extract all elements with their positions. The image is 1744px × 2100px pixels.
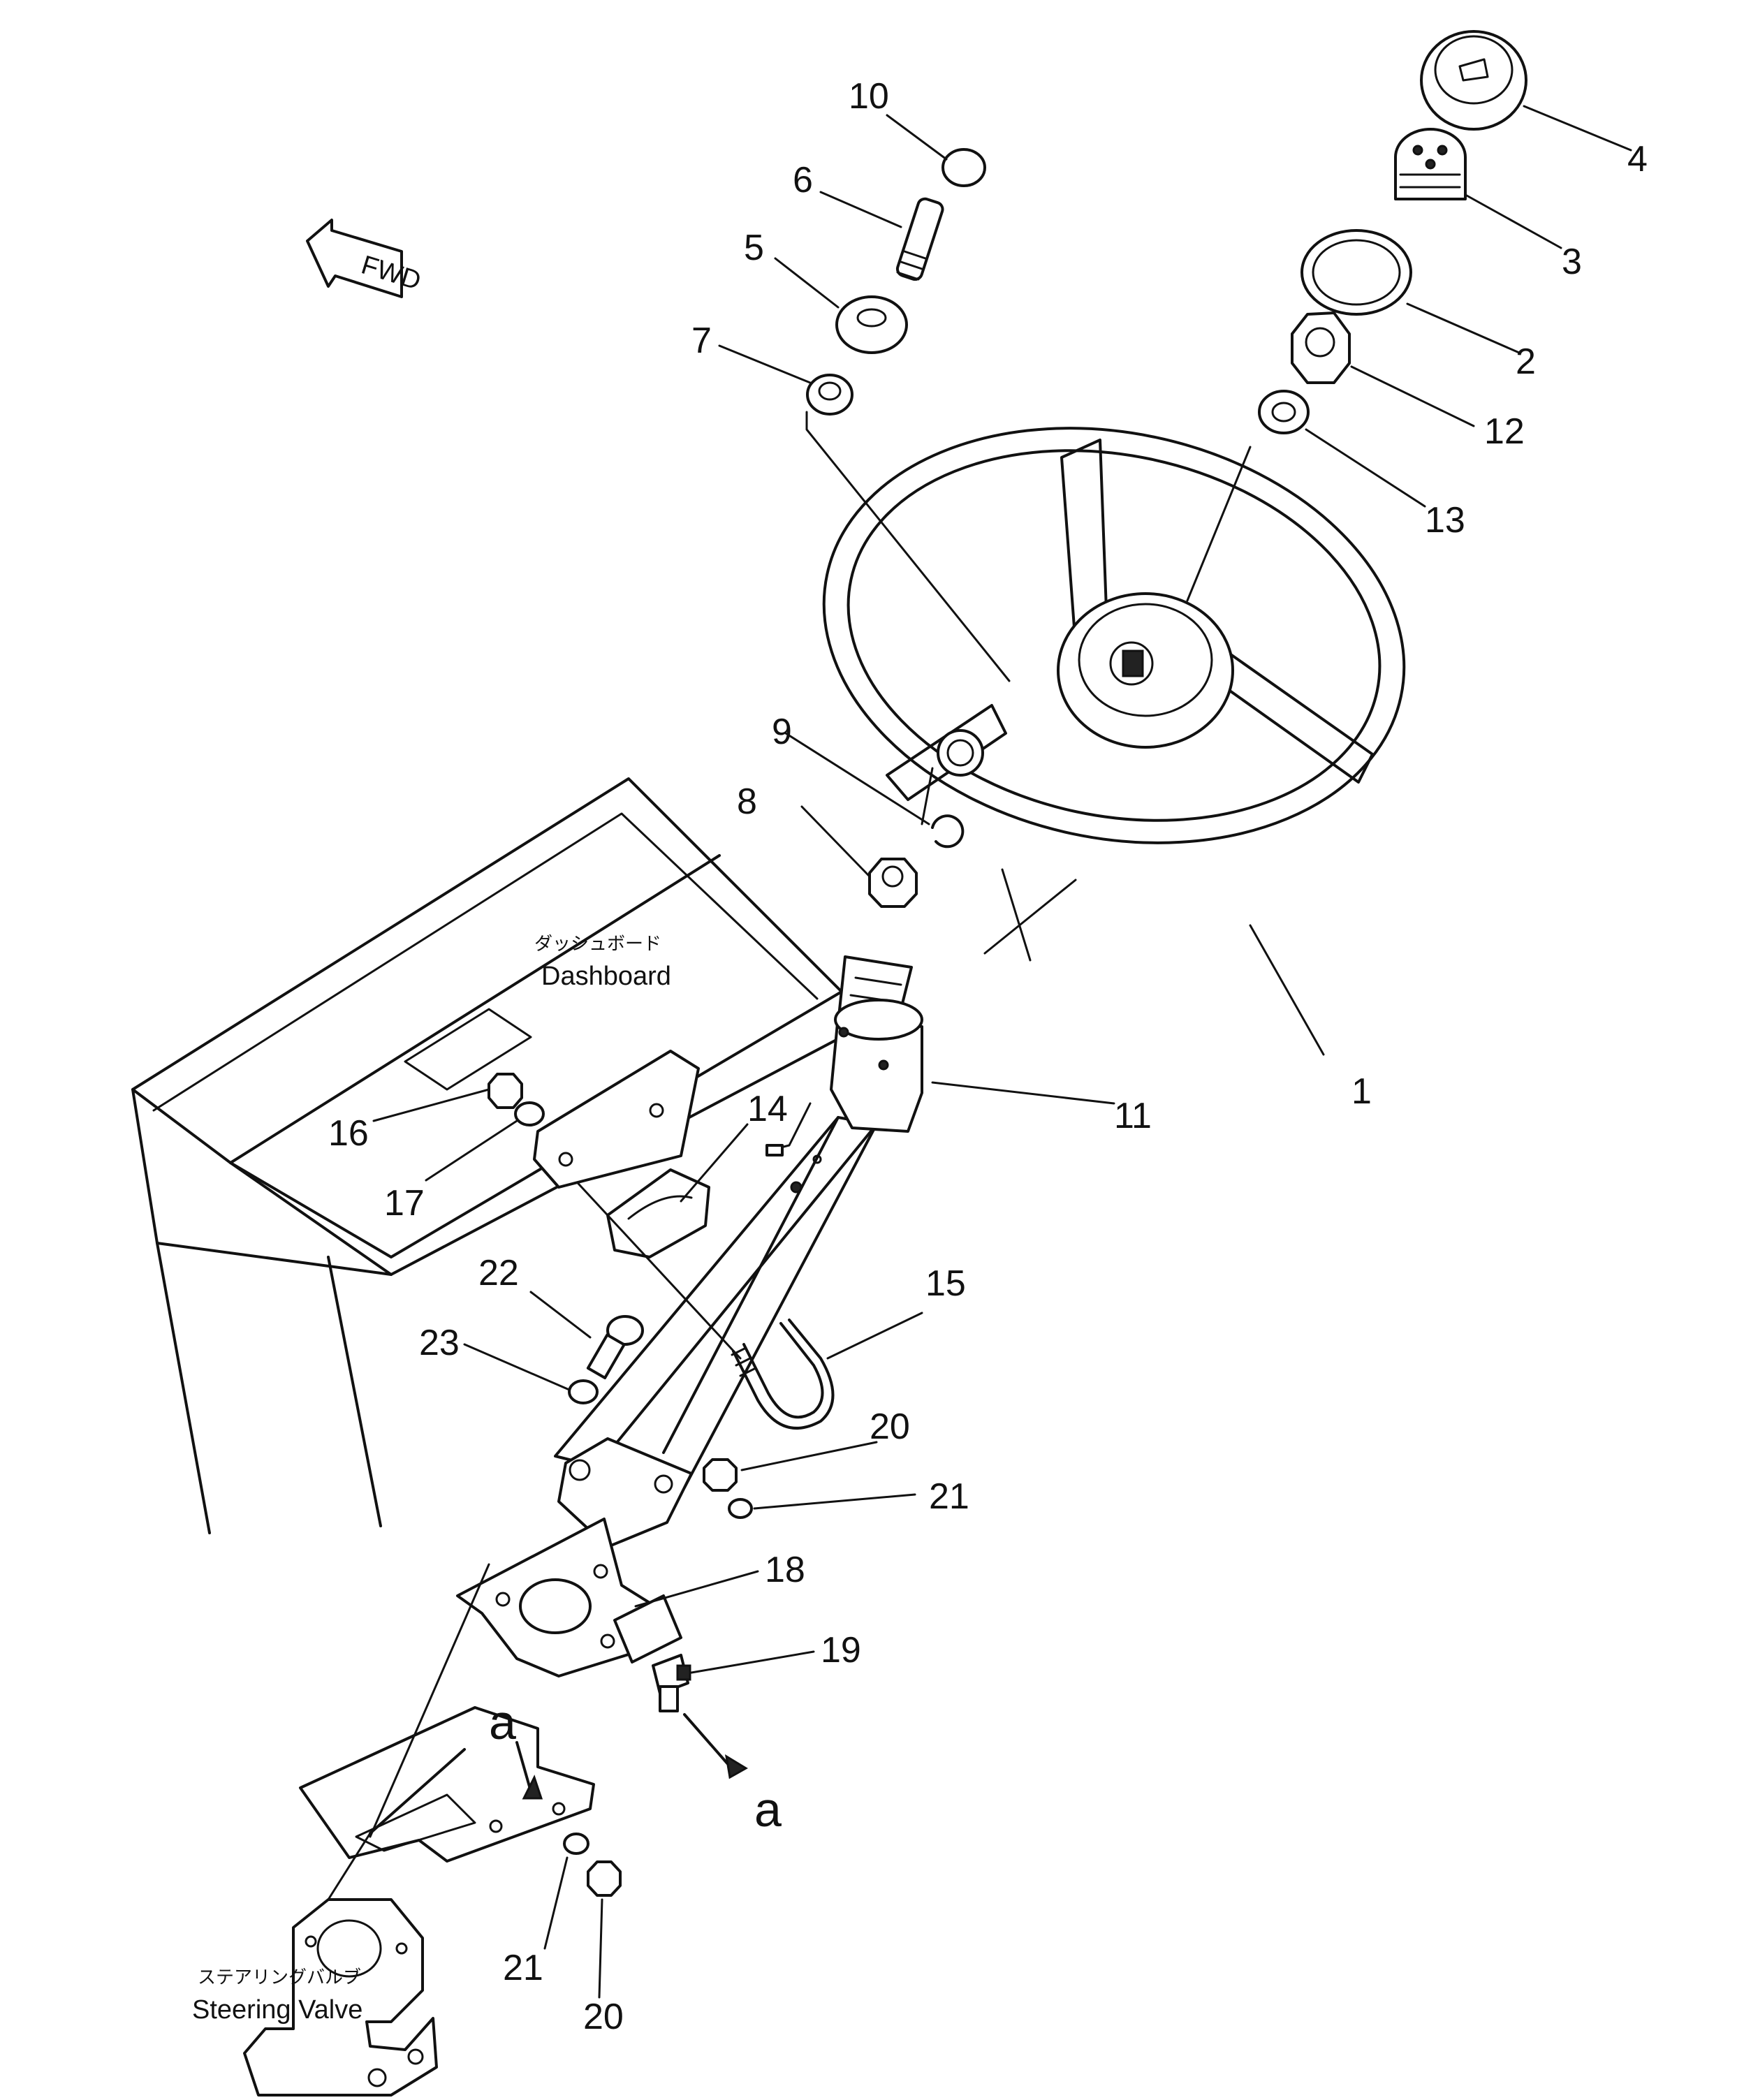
callout-17: 17 (384, 1183, 425, 1224)
dashboard-en-label: Dashboard (541, 962, 671, 991)
lower-bracket (299, 1706, 595, 1863)
column-clamp (557, 1437, 693, 1548)
callout-22: 22 (478, 1253, 519, 1293)
view-label-a-bottom: a (754, 1782, 782, 1837)
knob-5 (835, 295, 908, 354)
callout-2: 2 (1516, 342, 1536, 382)
callout-numbers: 1 2 3 4 5 6 7 8 9 10 11 12 13 14 15 16 1… (328, 76, 1648, 2037)
callout-20-upper: 20 (870, 1407, 910, 1447)
cap-10 (941, 148, 986, 187)
washer-13 (1258, 390, 1310, 434)
fwd-arrow-icon: FWD (306, 219, 424, 298)
horn-cap (1420, 30, 1527, 131)
bracket-14 (606, 1168, 710, 1258)
steering-valve (243, 1832, 438, 2097)
washer-21-upper (728, 1498, 753, 1519)
dashboard-jp-label: ダッシュボード (534, 934, 661, 955)
washer-23 (568, 1379, 599, 1404)
switch-19 (652, 1654, 691, 1712)
callout-3: 3 (1562, 242, 1582, 282)
callout-5: 5 (744, 228, 764, 268)
callout-23: 23 (419, 1323, 460, 1363)
callout-19: 19 (821, 1630, 861, 1671)
nut-16 (488, 1073, 523, 1109)
snap-ring-9 (931, 814, 965, 849)
nut-20-lower (587, 1860, 622, 1897)
washer-17 (514, 1101, 545, 1126)
horn-switch (1394, 128, 1467, 200)
mount-plate-18 (456, 1518, 682, 1677)
callout-9: 9 (772, 712, 792, 752)
nut-20-upper (703, 1458, 738, 1492)
callout-12: 12 (1484, 411, 1525, 452)
callout-11: 11 (1114, 1096, 1152, 1136)
callout-10: 10 (849, 76, 889, 117)
steering-valve-jp-label: ステアリングバルブ (198, 1967, 361, 1988)
screw-6 (895, 197, 944, 281)
nut-12 (1291, 311, 1351, 384)
callout-16: 16 (328, 1113, 369, 1154)
callout-21-lower: 21 (503, 1948, 543, 1988)
callout-15: 15 (925, 1263, 966, 1304)
callout-21-upper: 21 (929, 1476, 969, 1517)
callout-8: 8 (737, 781, 757, 822)
washer-21-lower (563, 1833, 589, 1855)
callout-20-lower: 20 (583, 1997, 624, 2037)
callout-1: 1 (1351, 1071, 1372, 1112)
u-bolt-15 (731, 1319, 835, 1430)
leader-lines (372, 105, 1632, 1999)
callout-7: 7 (691, 321, 712, 361)
callout-6: 6 (793, 160, 813, 200)
bolt-22 (586, 1315, 644, 1379)
dashboard: ダッシュボード Dashboard (131, 777, 843, 1534)
callout-14: 14 (747, 1089, 788, 1129)
fwd-label: FWD (358, 250, 424, 295)
callout-18: 18 (765, 1550, 805, 1590)
nut-8 (868, 858, 918, 908)
bushing-7 (806, 374, 853, 416)
view-arrow-a: a a (489, 1695, 782, 1837)
callout-4: 4 (1627, 139, 1648, 179)
steering-valve-en-label: Steering Valve (192, 1995, 362, 2025)
retaining-ring (1300, 229, 1412, 316)
view-label-a-top: a (489, 1695, 516, 1749)
mounting-plate (533, 1050, 700, 1189)
steering-wheel (822, 427, 1406, 844)
callout-13: 13 (1425, 500, 1465, 541)
